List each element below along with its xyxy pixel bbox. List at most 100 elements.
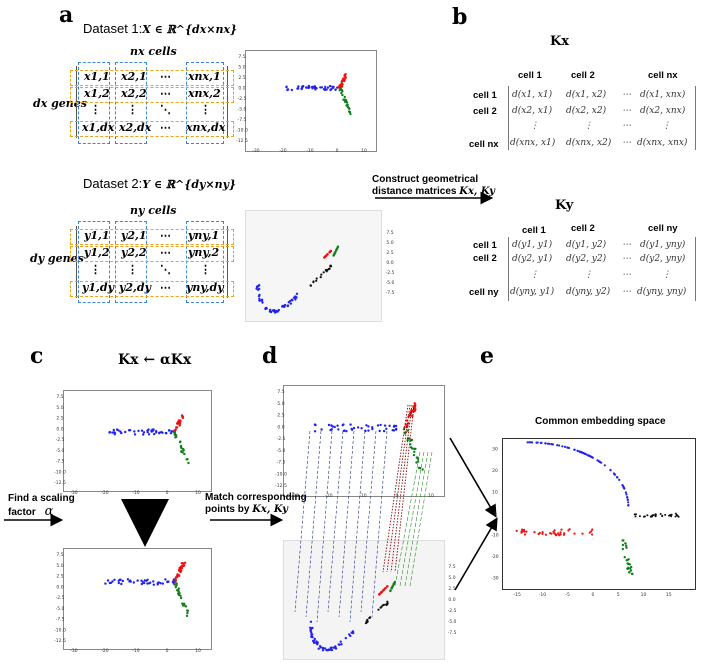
c-top-red-point <box>175 426 179 429</box>
c-top-blue-point <box>142 433 145 436</box>
e-black-point <box>664 513 667 516</box>
d2d-blue-point <box>382 429 386 433</box>
c-top-blue-point <box>169 432 173 435</box>
d2d-blue-point <box>385 427 388 430</box>
c-top-blue-point <box>112 428 116 432</box>
c-bottom-green-point <box>177 589 180 592</box>
d2d-blue-point <box>394 428 398 431</box>
a2d-green-point <box>343 95 346 99</box>
e-xtick: -5 <box>565 592 570 598</box>
c-top-green-point <box>183 452 186 456</box>
e-red-point <box>590 530 593 533</box>
e-red-point <box>550 532 553 535</box>
x-col-box-n <box>186 62 224 144</box>
d2d-green-point <box>409 446 413 449</box>
d2d-ytick: 2.5 <box>277 413 284 419</box>
correspondence-line <box>382 404 409 573</box>
e-green-point <box>621 547 624 551</box>
a3d-blue-point <box>295 292 299 295</box>
ky-entry: d(yny, y2) <box>566 287 611 297</box>
e-red-point <box>559 531 562 534</box>
a2d-ytick: -12.5 <box>236 138 248 144</box>
d2d-blue-point <box>352 426 356 430</box>
y-row-box-2 <box>70 246 234 262</box>
c-bottom-green-point <box>181 602 184 605</box>
scatter-2d-c-bottom <box>63 548 212 650</box>
a3d-green-point <box>336 245 340 248</box>
a3d-red-point <box>323 255 327 258</box>
y-entry: ⋱ <box>160 263 171 276</box>
d2d-blue-point <box>336 424 339 427</box>
d2d-ytick: -5.0 <box>277 448 286 454</box>
d2d-red-point <box>412 409 415 412</box>
a3d-blue-point <box>269 310 273 314</box>
d2d-blue-point <box>314 423 317 427</box>
e-red-point <box>553 529 556 532</box>
c-bottom-blue-point <box>152 580 155 583</box>
x-col-box-2 <box>115 62 147 144</box>
y-entry: ⋯ <box>160 281 171 294</box>
correspondence-line <box>349 430 366 623</box>
kx-entry: d(x2, xnx) <box>640 106 686 116</box>
ky-entry: d(yny, y1) <box>510 287 555 297</box>
e-black-point <box>652 514 655 517</box>
a2d-green-point <box>349 112 352 116</box>
e-green-point <box>627 558 630 561</box>
e-green-point <box>629 569 633 572</box>
e-red-point <box>591 533 594 536</box>
d3d-black-point <box>386 602 389 606</box>
a2d-xtick: -10 <box>306 148 313 154</box>
d2d-red-point <box>403 426 406 429</box>
e-black-point <box>661 515 664 517</box>
y-col-box-n <box>186 221 224 303</box>
d3d-red-point <box>384 586 387 590</box>
d3d-blue-point <box>317 647 320 650</box>
d2d-blue-point <box>367 425 370 428</box>
c-bottom-blue-point <box>121 579 125 583</box>
c-top-blue-point <box>115 428 119 431</box>
ky-row-1: cell 1 <box>473 240 497 251</box>
d2d-blue-point <box>371 426 374 429</box>
c-bottom-red-point <box>179 567 182 570</box>
d3d-black-point <box>377 608 380 611</box>
d2d-blue-point <box>330 428 333 431</box>
x-entry: x1,2 <box>84 87 110 100</box>
c-top-blue-point <box>137 429 140 433</box>
e-red-point <box>544 533 548 536</box>
correspondence-line <box>338 430 355 618</box>
c-bottom-ytick: 5.0 <box>56 563 63 569</box>
c-bottom-green-point <box>179 596 183 600</box>
d2d-ytick: 0.0 <box>277 424 284 430</box>
e-xtick: 10 <box>641 592 647 598</box>
c-bottom-ytick: 2.5 <box>56 574 63 580</box>
d2d-red-point <box>414 408 417 411</box>
correspondence-line <box>390 404 413 573</box>
y-entry: y2,dy <box>119 281 151 294</box>
e-blue-point <box>535 441 538 444</box>
e-ytick: 30 <box>492 447 498 453</box>
ky-col-1: cell 1 <box>522 225 546 236</box>
x-entry: x1,1 <box>84 70 110 83</box>
kx-entry: d(x1, x1) <box>512 90 553 100</box>
c-bottom-blue-point <box>149 581 152 584</box>
d2d-blue-point <box>342 423 345 426</box>
y-entry: ⋯ <box>160 229 171 242</box>
ky-entry: ⋯ <box>622 270 631 280</box>
correspondence-line <box>386 404 411 573</box>
a3d-black-point <box>320 273 323 276</box>
y-entry: yny,1 <box>188 229 220 242</box>
y-entry: yny,dy <box>186 281 224 294</box>
e-red-point <box>533 531 536 534</box>
c-top-blue-point <box>124 430 127 434</box>
e-black-point <box>659 513 662 515</box>
kx-entry: ⋮ <box>584 121 593 131</box>
y-entry: yny,2 <box>188 246 220 259</box>
c-bottom-red-point <box>180 569 183 573</box>
c-bottom-blue-point <box>159 582 162 585</box>
d2d-blue-point <box>333 425 336 429</box>
d3d-green-point <box>391 585 394 588</box>
c-bottom-xtick: 10 <box>195 648 201 654</box>
a2d-blue-point <box>307 84 311 88</box>
d2d-blue-point <box>313 430 317 433</box>
ky-entry: ⋯ <box>622 240 631 250</box>
